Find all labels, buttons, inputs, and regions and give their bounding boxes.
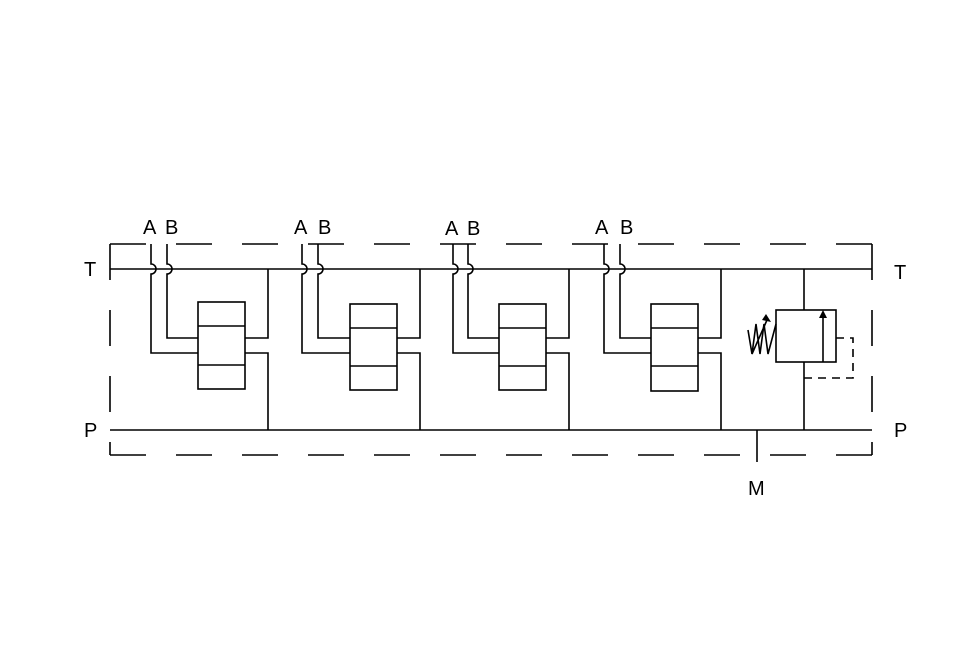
valve-section-2: A B (294, 217, 421, 430)
flow-arrow-icon (819, 310, 827, 318)
port-p-left: P (84, 420, 97, 442)
valve-spool-body (349, 303, 398, 391)
port-a-line (603, 244, 651, 354)
port-a-label: A (445, 218, 459, 240)
valve-section-4: A B (595, 217, 722, 430)
tank-return-line (698, 269, 722, 339)
port-a-line (150, 244, 198, 354)
port-p-right: P (894, 420, 907, 442)
spring-icon (747, 323, 777, 355)
port-b-line (317, 244, 350, 339)
port-t-right: T (894, 262, 906, 284)
port-a-label: A (294, 217, 308, 239)
pressure-relief-valve (747, 269, 854, 430)
valve-spool-body (650, 303, 699, 392)
adjustment-arrowhead-icon (762, 314, 771, 322)
pressure-feed-line (245, 352, 269, 430)
manifold-block-outline (109, 243, 873, 456)
pressure-feed-line (698, 352, 722, 430)
port-a-line (452, 244, 499, 354)
port-b-label: B (620, 217, 633, 239)
adjustment-arrow-icon (751, 319, 768, 355)
pressure-feed-line (397, 352, 421, 430)
relief-valve-body (775, 309, 837, 363)
port-b-label: B (467, 218, 480, 240)
port-b-line (467, 244, 499, 339)
tank-return-line (245, 269, 269, 339)
port-t-left: T (84, 259, 96, 281)
tank-return-line (397, 269, 421, 339)
port-b-label: B (318, 217, 331, 239)
port-a-label: A (143, 217, 157, 239)
port-a-line (301, 244, 350, 354)
port-b-line (166, 244, 198, 339)
port-a-label: A (595, 217, 609, 239)
port-m: M (748, 478, 765, 500)
valve-spool-body (197, 301, 246, 390)
valve-section-3: A B (445, 218, 570, 430)
port-b-line (619, 244, 651, 339)
valve-spool-body (498, 303, 547, 391)
valve-section-1: A B (143, 217, 269, 430)
port-b-label: B (165, 217, 178, 239)
tank-return-line (546, 269, 570, 339)
pressure-feed-line (546, 352, 570, 430)
